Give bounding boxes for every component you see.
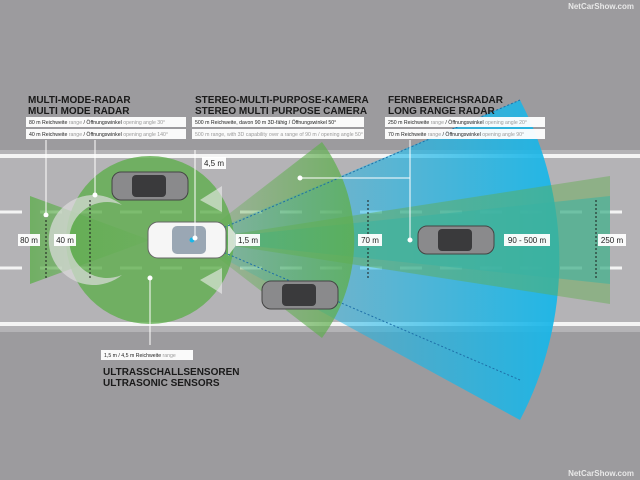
- long-range-radar-narrow-beam: [195, 196, 610, 284]
- distance-4-5m: 4,5 m: [204, 159, 224, 168]
- long-range-radar-line1: 250 m Reichweite range / Öffnungswinkel …: [388, 119, 527, 126]
- distance-1-5m: 1,5 m: [238, 236, 258, 245]
- car-ahead: [417, 225, 495, 255]
- long-range-radar-title-en: LONG RANGE RADAR: [388, 106, 495, 117]
- long-range-radar-line2: 70 m Reichweite range / Öffnungswinkel o…: [388, 131, 524, 138]
- long-range-radar-wide-beam: [190, 100, 560, 420]
- multi-mode-radar-line2: 40 m Reichweite range / Öffnungswinkel o…: [29, 131, 168, 138]
- stereo-camera-line2: 500 m range, with 3D capability over a r…: [195, 132, 363, 138]
- long-range-radar-title-de: FERNBEREICHSRADAR: [388, 95, 504, 106]
- distance-250m: 250 m: [601, 236, 624, 245]
- camera-long-range-beam: [195, 176, 610, 304]
- ultrasonic-line1: 1,5 m / 4,5 m Reichweite range: [104, 353, 176, 359]
- multi-mode-radar-title-de: MULTI-MODE-RADAR: [28, 95, 131, 106]
- leader-lines: [43, 140, 413, 345]
- distance-labels: 80 m 40 m 4,5 m 1,5 m 70 m 90 - 500 m 25…: [18, 157, 626, 246]
- car-bottom: [261, 280, 339, 310]
- car-top-left: [111, 171, 189, 201]
- stereo-camera-title-en: STEREO MULTI PURPOSE CAMERA: [195, 106, 367, 117]
- ultrasonic-field-front: [228, 224, 240, 256]
- ego-car: [147, 221, 227, 259]
- ultrasonic-title-en: ULTRASONIC SENSORS: [103, 378, 220, 389]
- distance-90-500m: 90 - 500 m: [508, 236, 547, 245]
- watermark-bottom: NetCarShow.com: [568, 469, 634, 478]
- stereo-camera-title-de: STEREO-MULTI-PURPOSE-KAMERA: [195, 95, 369, 106]
- multi-mode-radar-title-en: MULTI MODE RADAR: [28, 106, 130, 117]
- ultrasonic-field-sides: [200, 186, 222, 294]
- distance-40m: 40 m: [56, 236, 74, 245]
- watermark-top: NetCarShow.com: [568, 2, 634, 11]
- distance-70m: 70 m: [361, 236, 379, 245]
- ultrasonic-field-rear: [48, 194, 122, 285]
- stereo-camera-line1: 500 m Reichweite, davon 90 m 3D-fähig / …: [195, 119, 336, 126]
- multi-mode-radar-line1: 80 m Reichweite range / Öffnungswinkel o…: [29, 119, 165, 126]
- distance-80m: 80 m: [20, 236, 38, 245]
- ultrasonic-title-de: ULTRASSCHALLSENSOREN: [103, 367, 239, 378]
